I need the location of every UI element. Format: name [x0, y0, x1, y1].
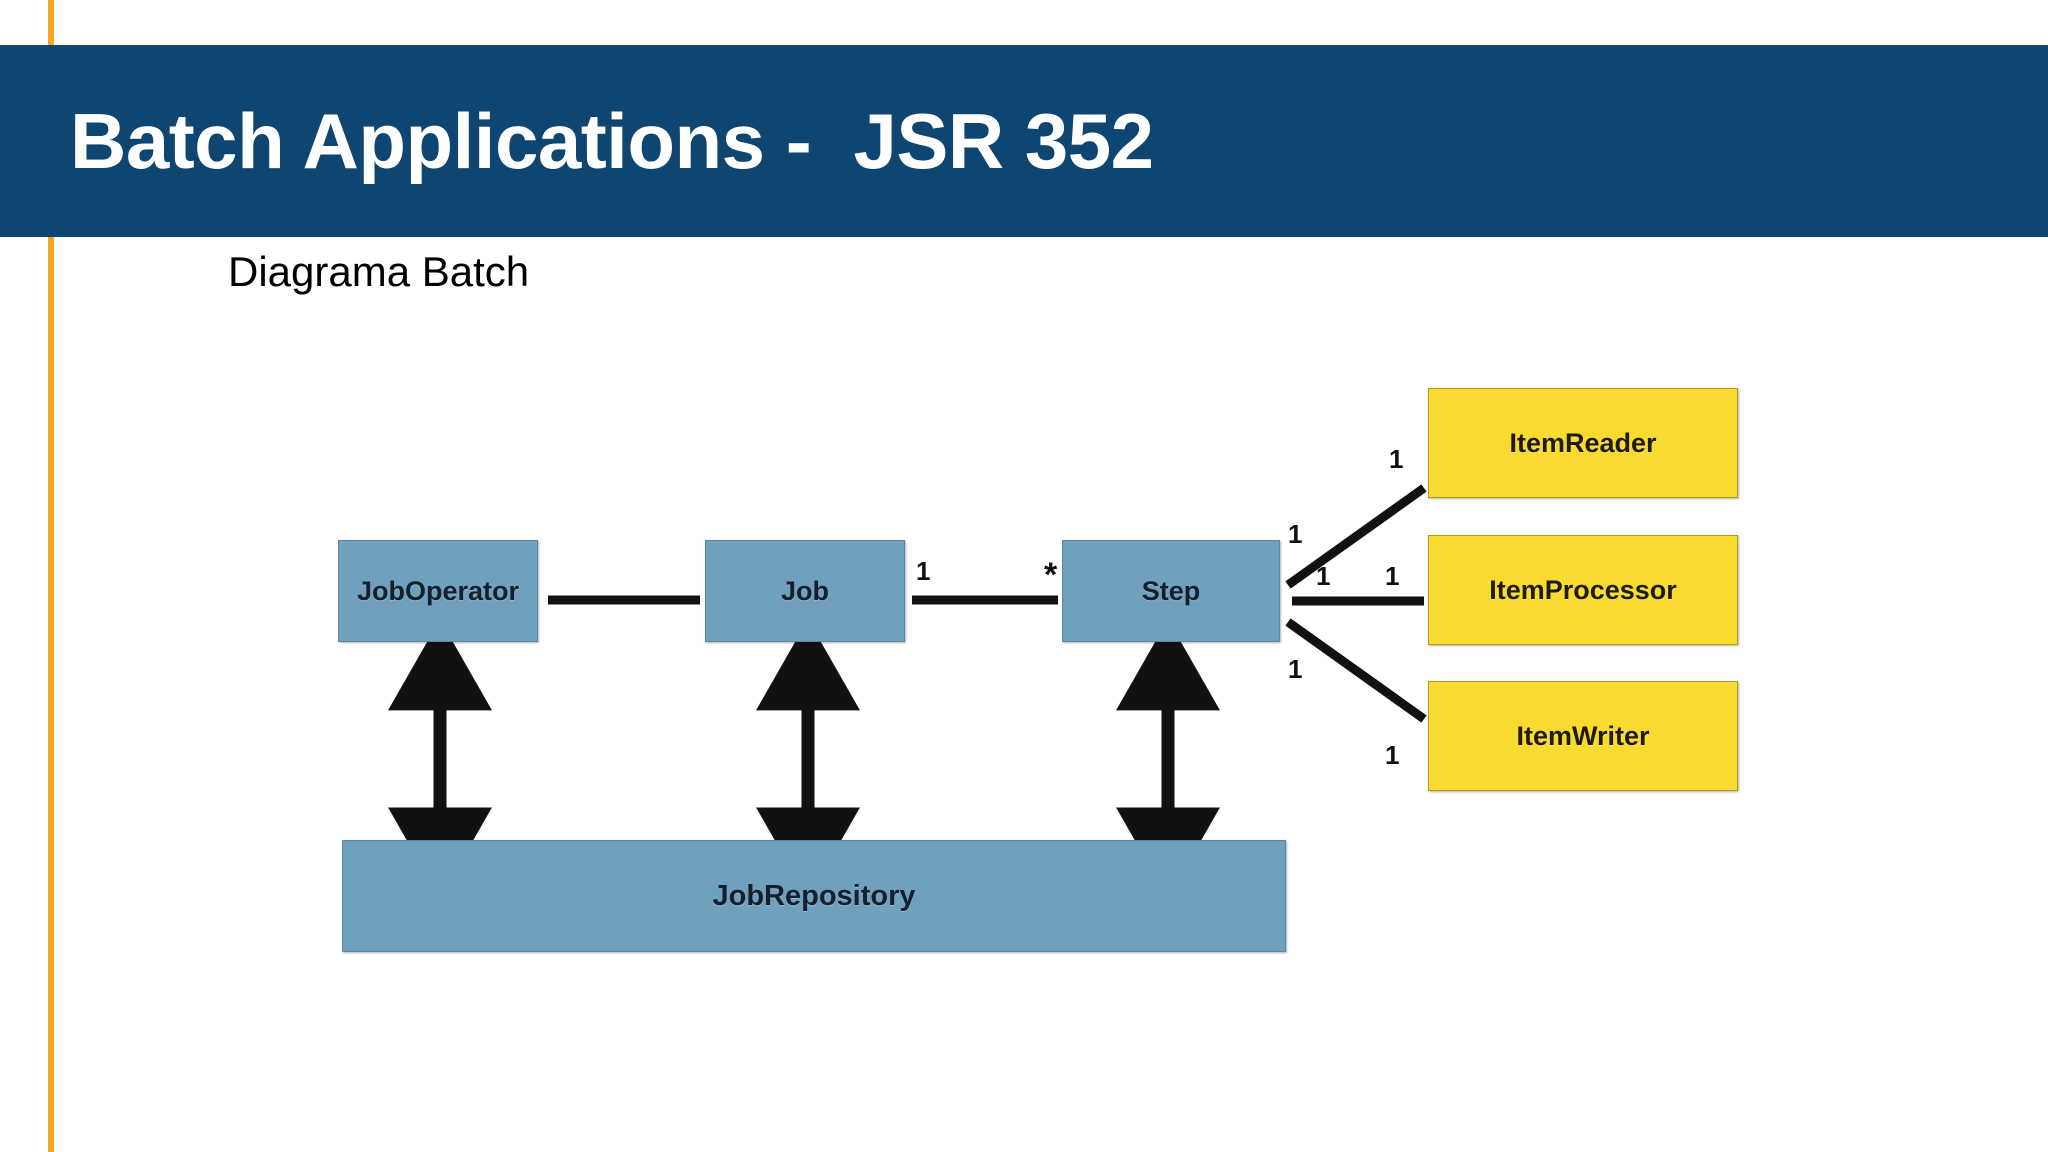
subtitle: Diagrama Batch [228, 248, 530, 295]
multiplicity-job-side: 1 [916, 556, 931, 586]
node-step[interactable]: Step [1062, 540, 1280, 642]
node-joboperator[interactable]: JobOperator [338, 540, 538, 642]
node-jobrepository[interactable]: JobRepository [342, 840, 1286, 952]
multiplicity-itemreader-near: 1 [1389, 444, 1404, 474]
edge-step-itemreader [1285, 484, 1427, 589]
node-itemwriter[interactable]: ItemWriter [1428, 681, 1738, 791]
title-band [0, 45, 2048, 237]
node-itemprocessor[interactable]: ItemProcessor [1428, 535, 1738, 645]
node-itemreader[interactable]: ItemReader [1428, 388, 1738, 498]
multiplicity-itemreader-far: 1 [1288, 519, 1303, 549]
multiplicity-itemprocessor-far: 1 [1316, 561, 1331, 591]
multiplicity-itemwriter-far: 1 [1288, 654, 1303, 684]
multiplicity-step-side: * [1044, 556, 1058, 594]
accent-rule [48, 0, 54, 1152]
multiplicity-itemprocessor-near: 1 [1385, 561, 1400, 591]
edge-step-itemwriter [1285, 618, 1427, 723]
node-job[interactable]: Job [705, 540, 905, 642]
multiplicity-itemwriter-near: 1 [1385, 740, 1400, 770]
page-title: Batch Applications - JSR 352 [70, 96, 1154, 185]
